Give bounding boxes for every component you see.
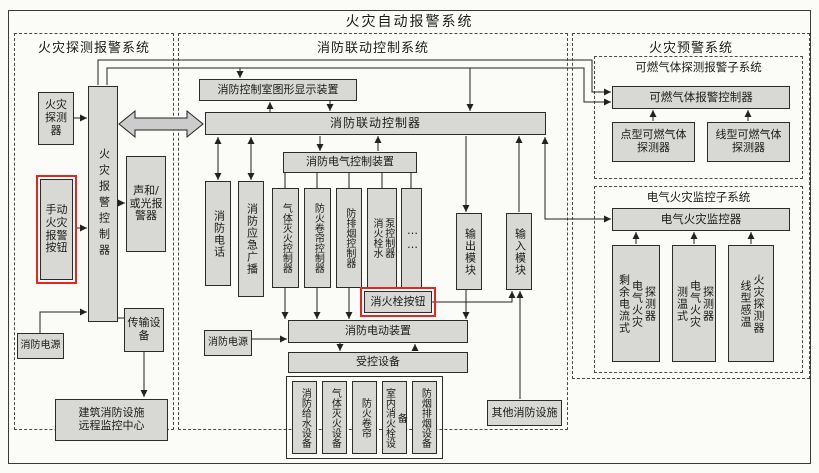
node-controlled-equipment: 受控设备 [288, 352, 468, 373]
node-electric-actuator: 消防电动装置 [288, 320, 468, 343]
node-fire-shutter-controller: 防火卷帘控制器 [304, 188, 331, 288]
node-linear-heat-detector: 线型感温 火灾探测器 [728, 245, 774, 362]
node-fire-alarm-controller: 火灾报警控制器 [88, 86, 118, 322]
node-remote-monitoring-center: 建筑消防设施 远程监控中心 [55, 399, 168, 441]
node-fire-power-linkage: 消防电源 [204, 330, 252, 356]
node-gas-extinguishing-equipment: 气体灭火设备 [322, 381, 347, 454]
node-graphic-display: 消防控制室图形显示装置 [199, 79, 357, 101]
subsection-electrical-monitoring: 电气火灾监控子系统 [594, 186, 803, 373]
node-linkage-controller: 消防联动控制器 [205, 112, 546, 135]
node-fire-power-detection: 消防电源 [17, 333, 64, 359]
subsection-label-electrical: 电气火灾监控子系统 [646, 190, 751, 204]
highlight-hydrant-button [360, 287, 436, 317]
node-manual-call-point: 手动火灾报警按钮 [40, 179, 73, 280]
section-label-detection: 火灾探测报警系统 [37, 41, 150, 56]
controlled-equipment-group [286, 376, 443, 459]
node-hydrant-pump-controller: 消火栓水 泵控制器 [367, 188, 397, 288]
node-sound-light-alarm: 声和/或光报警器 [126, 156, 166, 252]
outer-frame [8, 10, 811, 464]
node-smoke-equipment: 防烟排烟设备 [412, 381, 437, 454]
node-electrical-fire-monitor: 电气火灾监控器 [612, 208, 790, 231]
node-fire-telephone: 消防电话 [205, 181, 231, 286]
section-label-linkage: 消防联动控制系统 [316, 41, 429, 56]
node-residual-current-detector: 剩余电流式 电气火灾 探测器 [612, 245, 660, 362]
diagram-title: 火灾自动报警系统 [345, 14, 474, 30]
node-electric-control-device: 消防电气控制装置 [283, 152, 417, 173]
node-other-facilities: 其他消防设施 [487, 400, 562, 426]
node-point-gas-detector: 点型可燃气体 探测器 [612, 122, 695, 162]
section-label-early-warning: 火灾预警系统 [648, 41, 733, 56]
node-transmission-device: 传输设备 [124, 308, 164, 352]
node-gas-extinguishing-controller: 气体灭火控制器 [272, 188, 299, 288]
remote-center-line2: 远程监控中心 [78, 419, 145, 432]
node-temperature-detector: 测温式 电气火灾 探测器 [672, 245, 716, 362]
highlight-manual-call-point [36, 175, 77, 284]
subsection-gas-detection: 可燃气体探测报警子系统 [594, 56, 803, 179]
node-emergency-broadcast: 消防应急广播 [238, 181, 264, 297]
node-fire-shutter: 防火卷帘 [352, 381, 377, 454]
node-hydrant-button: 消火栓按钮 [364, 291, 432, 313]
node-input-module: 输入模块 [506, 213, 532, 290]
node-smoke-extraction-controller: 防排烟控制器 [336, 188, 362, 288]
node-output-module: 输出模块 [456, 213, 482, 290]
node-line-gas-detector: 线型可燃气体 探测器 [707, 122, 790, 162]
node-ellipsis: …… [401, 188, 422, 288]
remote-center-line1: 建筑消防设施 [78, 406, 145, 420]
node-fire-detector: 火灾探测器 [38, 92, 74, 145]
node-indoor-hydrant-equipment: 室内消火栓设备 [382, 381, 407, 454]
subsection-label-gas: 可燃气体探测报警子系统 [635, 60, 762, 74]
node-gas-alarm-controller: 可燃气体报警控制器 [612, 86, 790, 109]
node-water-supply-equipment: 消防给水设备 [292, 381, 317, 454]
